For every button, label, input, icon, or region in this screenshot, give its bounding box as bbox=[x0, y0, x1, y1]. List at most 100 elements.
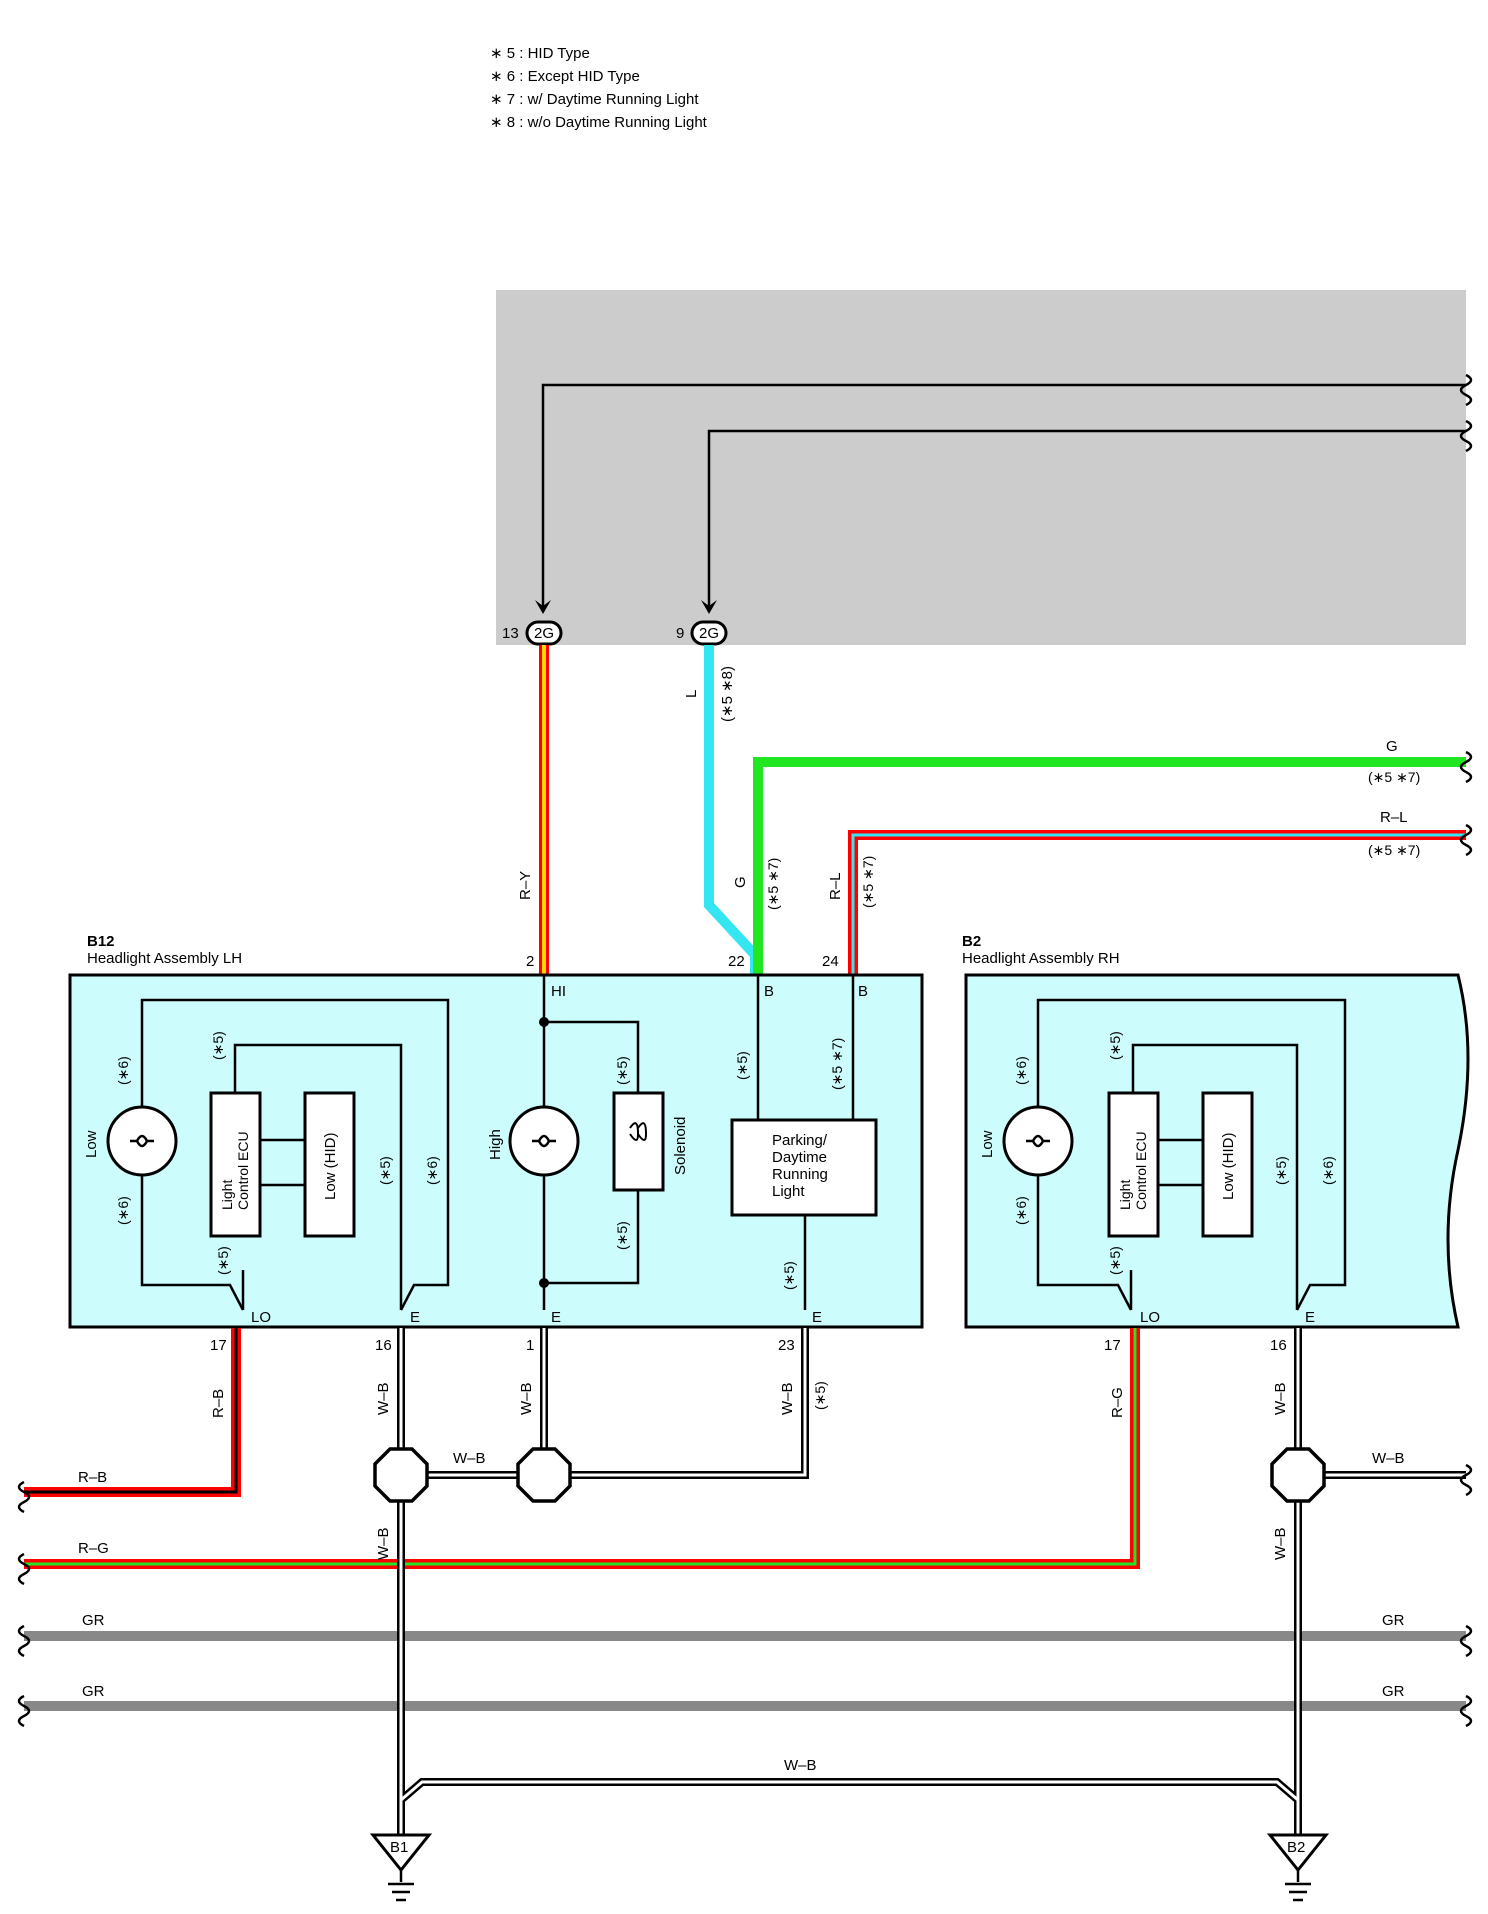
wire-label-ry: R–Y bbox=[517, 871, 534, 900]
lh-pin-24: 24 bbox=[822, 953, 839, 970]
wire-label-l: L bbox=[683, 690, 700, 698]
wire-wb bbox=[397, 1328, 1473, 1835]
lh-code: B12 bbox=[87, 933, 115, 950]
lh-pin-22: 22 bbox=[728, 953, 745, 970]
rh-low-label: Low bbox=[979, 1130, 996, 1158]
lh-parking-label: Daytime bbox=[772, 1149, 827, 1166]
cond-57-rl: (∗5 ∗7) bbox=[1368, 842, 1420, 858]
lh-term-b2: B bbox=[858, 983, 868, 1000]
pin-13: 13 bbox=[502, 625, 519, 642]
lh-term-e: E bbox=[812, 1309, 822, 1326]
lh-pin-17: 17 bbox=[210, 1337, 227, 1354]
lh-solenoid bbox=[612, 1091, 665, 1192]
lh-cond: (∗5 ∗7) bbox=[829, 1038, 845, 1090]
lh-cond: (∗5) bbox=[734, 1051, 750, 1080]
ground-b1: B1 bbox=[369, 1833, 433, 1902]
wire-gr: GR GR GR GR bbox=[17, 1612, 1473, 1728]
headlight-assembly-lh: B12 Headlight Assembly LH 2 22 24 HI B B… bbox=[68, 933, 924, 1354]
rh-light-control-ecu bbox=[1107, 1091, 1160, 1238]
lh-term-hi: HI bbox=[551, 983, 566, 1000]
rh-cond: (∗6) bbox=[1013, 1196, 1029, 1225]
ground-label-b2: B2 bbox=[1287, 1839, 1305, 1856]
wire-label-rl: R–L bbox=[1380, 809, 1408, 826]
junction-node bbox=[516, 1447, 572, 1503]
panel-circuit-lines bbox=[535, 373, 1473, 614]
junction-node bbox=[373, 1447, 429, 1503]
lh-term-e: E bbox=[410, 1309, 420, 1326]
wire-label-wb: W–B bbox=[1272, 1382, 1289, 1415]
lh-cond: (∗5) bbox=[781, 1261, 797, 1290]
cond-57-rl-vert: (∗5 ∗7) bbox=[860, 856, 876, 908]
lh-high-label: High bbox=[487, 1129, 504, 1160]
rh-low-bulb bbox=[1002, 1105, 1074, 1177]
rh-cond: (∗6) bbox=[1320, 1156, 1336, 1185]
lh-high-bulb bbox=[508, 1105, 580, 1177]
lh-pin-16: 16 bbox=[375, 1337, 392, 1354]
rh-low-hid bbox=[1201, 1091, 1254, 1238]
wire-l: L (∗5 ∗8) bbox=[683, 645, 760, 975]
wire-label-g: G bbox=[1386, 738, 1398, 755]
note-8: ∗ 8 : w/o Daytime Running Light bbox=[490, 114, 708, 131]
wire-label-wb: W–B bbox=[375, 1527, 392, 1560]
rh-name: Headlight Assembly RH bbox=[962, 950, 1120, 967]
wire-g: G (∗5 ∗7) G (∗5 ∗7) bbox=[732, 738, 1473, 975]
wire-label-rl-vert: R–L bbox=[827, 872, 844, 900]
cond-58: (∗5 ∗8) bbox=[719, 666, 736, 722]
lh-cond: (∗5) bbox=[377, 1156, 393, 1185]
wire-rl: R–L (∗5 ∗7) R–L (∗5 ∗7) bbox=[827, 809, 1473, 975]
junction-nodes bbox=[373, 1447, 1326, 1503]
wire-label-wb: W–B bbox=[453, 1450, 486, 1467]
wire-label-rb-vert: R–B bbox=[210, 1389, 227, 1418]
lh-term-lo: LO bbox=[251, 1309, 271, 1326]
wire-cond-s5: (∗5) bbox=[812, 1381, 828, 1410]
ground-label-b1: B1 bbox=[390, 1839, 408, 1856]
lh-cond: (∗5) bbox=[614, 1221, 630, 1250]
cond-57-g-vert: (∗5 ∗7) bbox=[765, 858, 781, 910]
lh-parking-drl bbox=[730, 1118, 878, 1217]
lh-term-b1: B bbox=[764, 983, 774, 1000]
ground-b2: B2 bbox=[1266, 1833, 1330, 1902]
connector-label: 2G bbox=[534, 625, 554, 642]
wire-label-gr: GR bbox=[1382, 1683, 1405, 1700]
lh-cond: (∗5) bbox=[614, 1056, 630, 1085]
rh-cond: (∗5) bbox=[1107, 1031, 1123, 1060]
lh-cond: (∗6) bbox=[424, 1156, 440, 1185]
cond-57-g: (∗5 ∗7) bbox=[1368, 769, 1420, 785]
wire-label-wb: W–B bbox=[1372, 1450, 1405, 1467]
rh-code: B2 bbox=[962, 933, 981, 950]
lh-solenoid-label: Solenoid bbox=[672, 1117, 689, 1175]
lh-cond: (∗5) bbox=[215, 1246, 231, 1275]
rh-term-lo: LO bbox=[1140, 1309, 1160, 1326]
junction-node bbox=[1270, 1447, 1326, 1503]
connector-label: 2G bbox=[699, 625, 719, 642]
wire-label-rb: R–B bbox=[78, 1469, 107, 1486]
wire-rg: R–G R–G bbox=[17, 1328, 1140, 1586]
lh-low-bulb bbox=[106, 1105, 178, 1177]
notes-legend: ∗ 5 : HID Type ∗ 6 : Except HID Type ∗ 7… bbox=[490, 45, 708, 131]
rh-ecu-label: Light bbox=[1117, 1180, 1133, 1210]
wire-label-rg: R–G bbox=[78, 1540, 109, 1557]
wire-label-gr: GR bbox=[1382, 1612, 1405, 1629]
rh-pin-17: 17 bbox=[1104, 1337, 1121, 1354]
lh-parking-label: Running bbox=[772, 1166, 828, 1183]
lh-cond: (∗6) bbox=[115, 1196, 131, 1225]
lh-parking-label: Light bbox=[772, 1183, 805, 1200]
wire-label-g-vert: G bbox=[732, 876, 749, 888]
wire-label-gr: GR bbox=[82, 1612, 105, 1629]
rh-pin-16: 16 bbox=[1270, 1337, 1287, 1354]
lh-pin-2: 2 bbox=[526, 953, 534, 970]
connector-2g-13: 2G 13 bbox=[502, 620, 563, 646]
headlight-assembly-rh: B2 Headlight Assembly RH Low (∗6) (∗6) (… bbox=[962, 933, 1470, 1354]
note-5: ∗ 5 : HID Type bbox=[490, 45, 590, 62]
lh-cond: (∗5) bbox=[210, 1031, 226, 1060]
upstream-panel bbox=[496, 290, 1466, 645]
wire-label-gr: GR bbox=[82, 1683, 105, 1700]
lh-ecu-label: Control ECU bbox=[235, 1131, 251, 1210]
wire-label-wb: W–B bbox=[779, 1382, 796, 1415]
wire-label-wb: W–B bbox=[784, 1757, 817, 1774]
lh-parking-label: Parking/ bbox=[772, 1132, 828, 1149]
connector-2g-9: 2G 9 bbox=[676, 620, 728, 646]
wire-ry: R–Y bbox=[517, 645, 549, 975]
lh-low-label: Low bbox=[83, 1130, 100, 1158]
